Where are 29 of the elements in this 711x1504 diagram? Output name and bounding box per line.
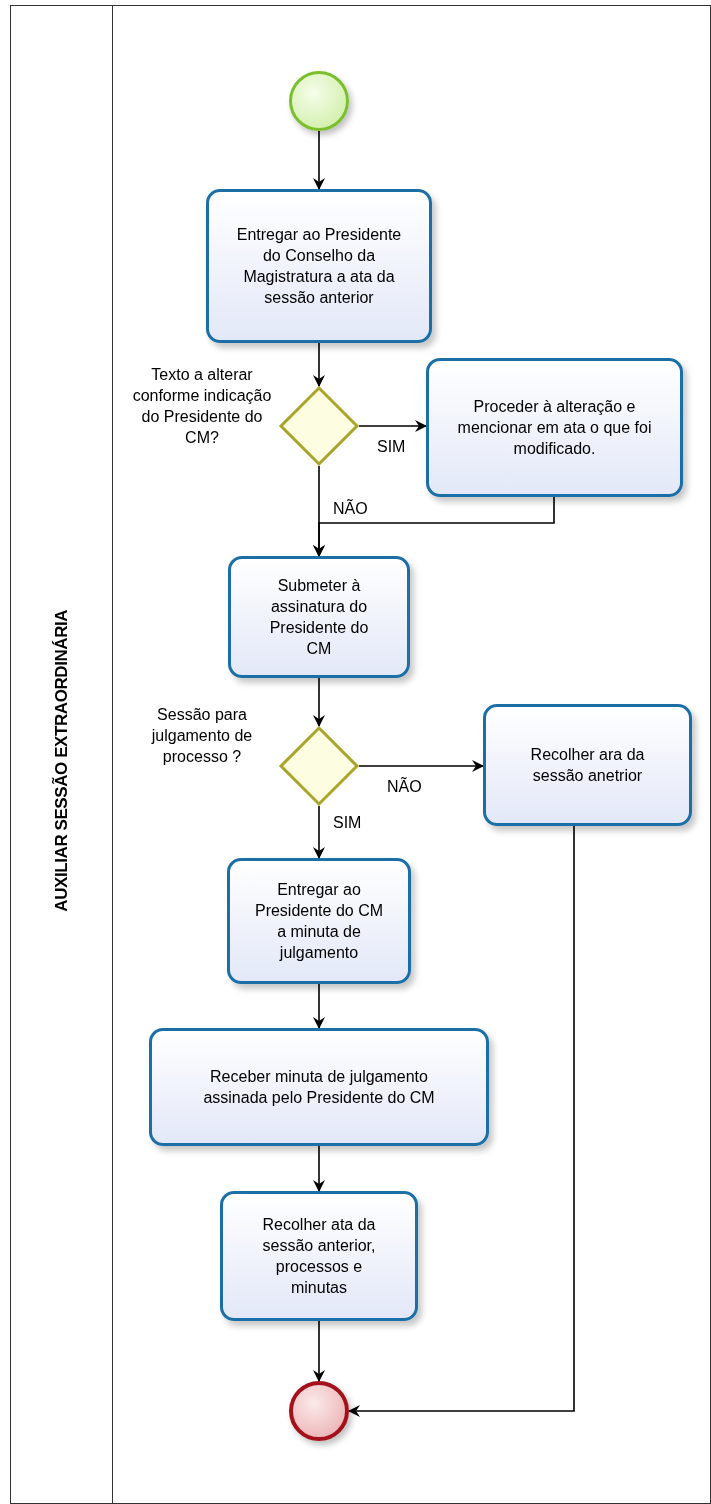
task-box	[149, 1028, 489, 1146]
task-text: Proceder à alteração e mencionar em ata o que foi modificado.	[456, 397, 653, 459]
task-text: Entregar ao Presidente do CM a minuta de julgamento	[254, 880, 384, 963]
arrow	[313, 342, 325, 387]
arrow	[313, 983, 325, 1029]
task-text: Recolher ata da sessão anterior, processos e minutas	[261, 1215, 377, 1298]
arrow	[348, 825, 575, 1417]
task-text: Entregar ao Presidente do Conselho da Magistratura a ata da sessão anterior	[235, 225, 403, 308]
arrow	[313, 130, 325, 190]
arrow	[313, 1320, 325, 1382]
arrow	[313, 805, 325, 859]
task-text: Submeter à assinatura do Presidente do CM	[268, 576, 370, 659]
task-box	[426, 358, 683, 497]
arrow	[313, 496, 555, 557]
task-text: Recolher ara da sessão anetrior	[529, 745, 646, 786]
task-text: Receber minuta de julgamento assinada pelo Presidente do CM	[202, 1067, 436, 1108]
arrow	[358, 420, 427, 432]
arrow	[358, 760, 484, 772]
swimlane	[10, 5, 711, 1504]
task-box	[227, 858, 411, 984]
task-box	[220, 1191, 418, 1321]
lane-title: AUXILIAR SESSÃO EXTRAORDINÁRIA	[51, 610, 73, 912]
decision-question: Texto a alterar conforme indicação do Presidente do CM?	[131, 365, 273, 448]
decision-question: Sessão para julgamento de processo ?	[150, 705, 254, 767]
task-box	[228, 556, 410, 678]
arrow	[313, 1145, 325, 1192]
task-box	[206, 189, 432, 343]
task-box	[483, 704, 692, 826]
arrow	[313, 677, 325, 727]
